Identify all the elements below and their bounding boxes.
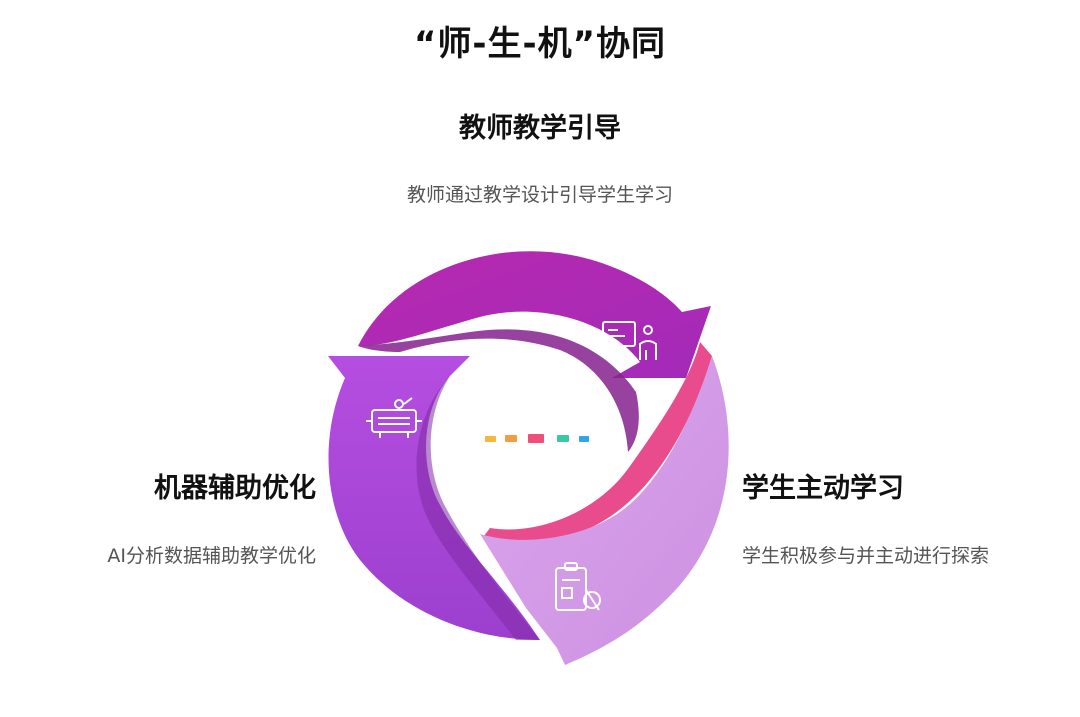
machine-title: 机器辅助优化: [154, 473, 316, 504]
center-dot: [505, 435, 517, 442]
teacher-title: 教师教学引导: [459, 113, 621, 144]
center-dots: [485, 434, 589, 443]
computer-machine-icon: [366, 397, 422, 438]
clipboard-study-icon: [555, 562, 601, 611]
student-segment: [480, 356, 729, 665]
diagram-title: “师-生-机”协同: [414, 24, 666, 64]
teacher-presentation-icon: [602, 321, 657, 360]
student-segment-shadow: [484, 342, 712, 542]
teacher-segment: [358, 251, 711, 452]
student-title: 学生主动学习: [742, 473, 904, 504]
machine-segment: [328, 356, 540, 640]
student-description: 学生积极参与并主动进行探索: [742, 545, 990, 567]
teacher-description: 教师通过教学设计引导学生学习: [406, 184, 673, 206]
machine-description: AI分析数据辅助教学优化: [107, 545, 316, 567]
center-dot: [485, 436, 496, 442]
center-dot: [579, 436, 589, 442]
center-dot: [557, 435, 569, 442]
center-dot: [528, 434, 544, 443]
